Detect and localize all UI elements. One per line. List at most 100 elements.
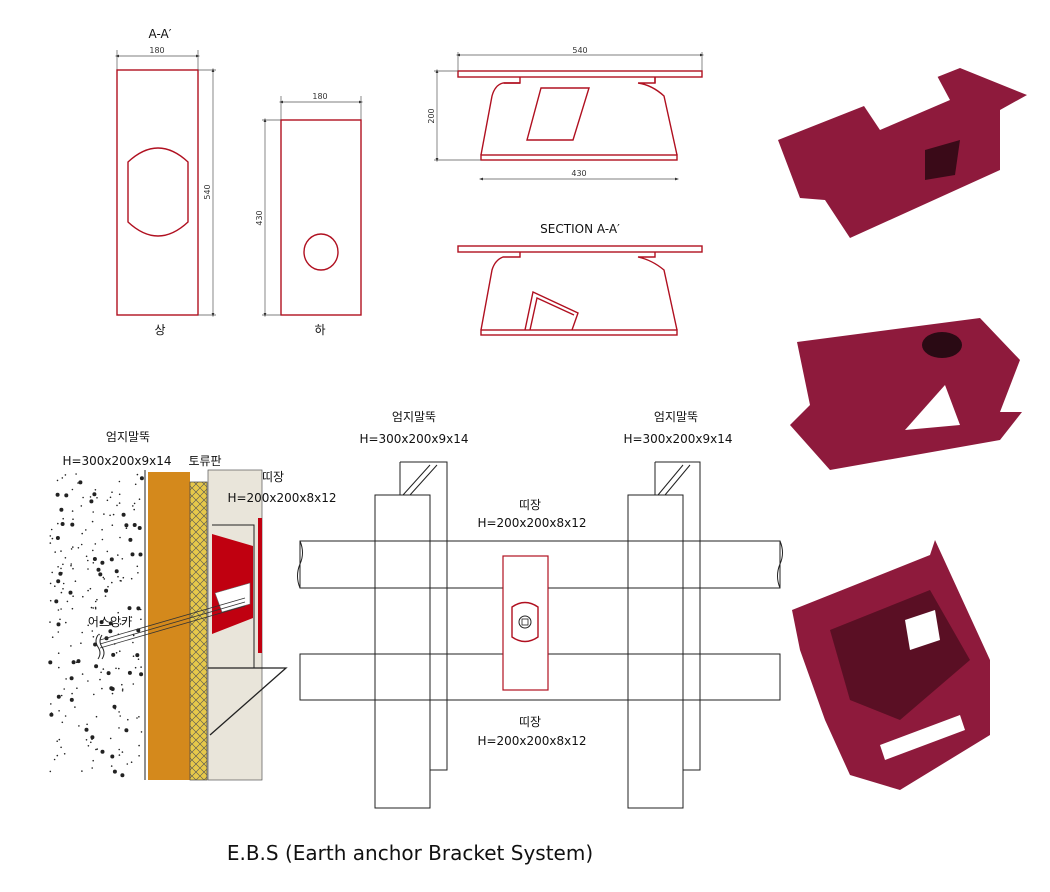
view-label: 상	[154, 323, 165, 337]
soil-speckle	[137, 658, 140, 660]
soil-speckle	[110, 754, 115, 759]
left-pile-label: 엄지말뚝	[392, 410, 436, 424]
soil-speckle	[132, 641, 134, 644]
soil-speckle	[118, 480, 121, 483]
soil-speckle	[71, 510, 74, 512]
soil-speckle	[60, 694, 63, 697]
soil-speckle	[110, 765, 113, 767]
bracket-section: SECTION A-A′	[457, 222, 703, 336]
soil-speckle	[92, 492, 97, 497]
soil-speckle	[63, 688, 65, 690]
soil-speckle	[115, 667, 117, 670]
soil-speckle	[91, 767, 93, 769]
soil-speckle	[138, 755, 140, 757]
soil-speckle	[138, 552, 143, 557]
soil-speckle	[77, 547, 80, 549]
soil-speckle	[117, 554, 119, 556]
soil-speckle	[71, 607, 74, 610]
support-bracket	[208, 667, 288, 736]
soil-speckle	[58, 666, 60, 669]
soil-speckle	[87, 680, 89, 682]
width-dimension: 180	[149, 46, 164, 55]
soil-speckle	[120, 773, 125, 778]
soil-speckle	[60, 608, 62, 610]
soil-speckle	[121, 558, 124, 560]
soil-speckle	[136, 473, 139, 476]
lower-wale-spec: H=200x200x8x12	[477, 734, 586, 748]
bottom-dimension: 430	[571, 169, 586, 178]
soil-speckle	[92, 607, 94, 609]
plan-view: 엄지말뚝 H=300x200x9x14 엄지말뚝 H=300x200x9x14 …	[297, 410, 783, 809]
soil-speckle	[134, 666, 137, 669]
soil-speckle	[53, 758, 56, 761]
soil-speckle	[92, 511, 94, 513]
soil-speckle	[61, 721, 64, 724]
soil-speckle	[117, 575, 119, 578]
soil-speckle	[121, 512, 126, 517]
soil-speckle	[72, 546, 74, 548]
soil-speckle	[108, 629, 113, 634]
soil-speckle	[138, 498, 141, 501]
soil-speckle	[111, 491, 113, 494]
soil-speckle	[122, 576, 125, 579]
soil-speckle	[130, 616, 133, 618]
soil-speckle	[75, 473, 77, 475]
soil-speckle	[62, 517, 64, 520]
view-title: A-A′	[149, 27, 172, 41]
soil-speckle	[91, 520, 94, 523]
soil-speckle	[50, 528, 53, 531]
view-label: 하	[314, 323, 325, 337]
right-pile-spec: H=300x200x9x14	[623, 432, 732, 446]
soil-speckle	[60, 591, 63, 594]
soil-speckle	[86, 723, 88, 726]
soil-speckle	[89, 496, 92, 498]
soil-speckle	[70, 522, 75, 527]
soil-speckle	[87, 745, 90, 747]
left-pile-spec: H=300x200x9x14	[359, 432, 468, 446]
bracket-plate-plan	[502, 555, 549, 691]
soil-speckle	[137, 526, 142, 530]
tilted-anchor-seat	[524, 290, 579, 331]
soil-speckle	[51, 537, 54, 540]
soil-speckle	[99, 678, 101, 681]
soil-speckle	[103, 578, 106, 580]
soldier-pile	[148, 472, 190, 780]
soil-speckle	[112, 704, 117, 709]
soil-speckle	[65, 621, 67, 624]
soil-speckle	[109, 737, 112, 740]
soil-speckle	[134, 483, 137, 486]
soil-speckle	[118, 502, 121, 504]
soil-speckle	[119, 623, 122, 625]
soil-speckle	[57, 522, 59, 525]
soil-speckle	[74, 706, 76, 708]
soil-speckle	[56, 754, 59, 757]
soil-speckle	[96, 748, 98, 750]
soil-speckle	[70, 564, 72, 567]
soil-speckle	[101, 687, 103, 690]
bracket-photo-1	[778, 68, 1027, 238]
soil-speckle	[71, 660, 76, 665]
soil-speckle	[136, 565, 139, 568]
soil-speckle	[64, 715, 67, 717]
soil-speckle	[118, 493, 121, 496]
wale-label: 띠장	[262, 470, 284, 484]
soil-speckle	[54, 599, 59, 604]
soil-speckle	[89, 500, 92, 503]
soil-speckle	[55, 536, 60, 540]
soil-speckle	[49, 542, 52, 544]
soil-speckle	[70, 563, 72, 565]
soil-speckle	[135, 653, 140, 658]
soil-speckle	[127, 606, 132, 611]
soil-speckle	[130, 761, 133, 763]
soil-speckle	[115, 652, 118, 654]
soil-speckle	[51, 636, 54, 638]
soil-speckle	[140, 666, 142, 668]
soil-speckle	[59, 618, 61, 621]
soil-speckle	[48, 660, 53, 665]
soil-speckle	[95, 748, 97, 751]
width-dimension: 180	[312, 92, 327, 101]
soil-speckle	[51, 571, 53, 574]
left-soldier-pile	[374, 461, 448, 809]
height-dimension: 430	[255, 210, 264, 225]
soil-speckle	[92, 562, 95, 564]
